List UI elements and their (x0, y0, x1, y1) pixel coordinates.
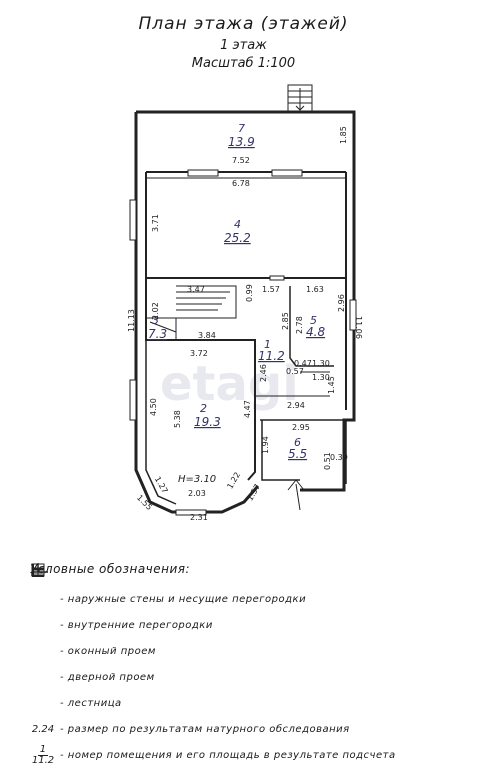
outer-walls (134, 110, 356, 514)
sample-area: 11.2 (31, 754, 55, 766)
plan-title: План этажа (этажей) (138, 14, 349, 34)
dimension-label: 1.45 (327, 376, 336, 394)
room-number: 7 (238, 122, 245, 135)
legend-item-dimension: 2.24 - размер по результатам натурного о… (30, 716, 480, 742)
ceiling-height: Н=3.10 (178, 474, 216, 485)
legend-text: - номер помещения и его площадь в резуль… (60, 749, 396, 761)
dimension-label: 2.31 (190, 513, 208, 522)
stairs-icon (30, 563, 56, 712)
room-number: 1 (264, 338, 271, 351)
dimension-labels: 1.85 7.52 6.78 3.71 11.13 11.06 3.47 0.9… (127, 126, 363, 522)
dimension-label: 1.85 (339, 126, 348, 144)
dimension-label: 1.55 (135, 493, 154, 512)
legend-item-inner-wall: - внутренние перегородки (30, 564, 480, 638)
legend-heading: Условные обозначения: (30, 562, 191, 576)
room-number: 4 (234, 218, 241, 231)
room-number-sample: 1 11.2 (30, 743, 56, 766)
inner-walls (145, 278, 347, 505)
door-icon (30, 563, 56, 686)
window-icon (30, 563, 56, 660)
dimension-label: 2.03 (188, 489, 206, 498)
dimension-label: 1.30 (312, 359, 330, 368)
dimension-label: 3.84 (198, 331, 216, 340)
legend-text: - оконный проем (60, 645, 156, 657)
dimension-label: 1.30 (312, 373, 330, 382)
dimension-label: 2.85 (281, 312, 290, 330)
dimension-label: 11.13 (127, 309, 136, 332)
windows (129, 169, 357, 516)
dimension-label: 1.27 (153, 475, 170, 495)
legend-item-door: - дверной проем (30, 563, 480, 690)
room-number: 6 (294, 436, 301, 449)
room-area: 4.8 (306, 325, 325, 339)
dimension-label: 3.72 (190, 349, 208, 358)
dimension-label: 1.94 (261, 436, 270, 454)
room-area: 5.5 (288, 447, 307, 461)
dimension-label: 6.78 (232, 179, 250, 188)
room-area: 25.2 (224, 231, 251, 245)
legend-text: - дверной проем (60, 671, 155, 683)
dimension-label: 0.39 (330, 453, 348, 462)
dimension-label: 1.63 (306, 285, 324, 294)
dimension-label: 1.57 (262, 285, 280, 294)
legend-item-outer-wall: - наружные стены и несущие перегородки (30, 564, 480, 612)
dimension-label: 5.38 (173, 410, 182, 428)
dimension-label: 0.57 (286, 367, 304, 376)
sample-number: 1 (37, 743, 49, 756)
legend-text: - размер по результатам натурного обслед… (60, 723, 350, 735)
dimension-label: 0.51 (323, 452, 332, 470)
dimension-label: 2.78 (295, 316, 304, 334)
floor-label: 1 этаж (220, 38, 267, 53)
watermark: etagi (160, 356, 299, 412)
dimension-label: 2.46 (259, 364, 268, 382)
dimension-label: 2.96 (337, 294, 346, 312)
legend-text: - лестница (60, 697, 122, 709)
room-number: 3 (152, 314, 159, 327)
dimension-label: 1.22 (225, 471, 242, 491)
legend-item-stairs: - лестница (30, 563, 480, 716)
dimension-label: 7.52 (232, 156, 250, 165)
dimension-label: 0.47 (294, 359, 312, 368)
dimension-label: 4.50 (149, 398, 158, 416)
dimension-label: 1.57 (245, 483, 262, 503)
dimension-label: 2.02 (151, 302, 160, 320)
scale-label: Масштаб 1:100 (191, 56, 296, 71)
dimension-label: 3.71 (151, 214, 160, 232)
dimension-label: 2.95 (292, 423, 310, 432)
room-number: 5 (310, 314, 317, 327)
room-number: 2 (200, 402, 207, 415)
legend-text: - внутренние перегородки (60, 619, 213, 631)
dimension-label: 3.47 (187, 285, 205, 294)
inner-wall-icon (30, 564, 56, 634)
dimension-label: 0.99 (245, 284, 254, 302)
legend-text: - наружные стены и несущие перегородки (60, 593, 307, 605)
outer-wall-icon (30, 564, 56, 608)
room-area: 7.3 (148, 327, 167, 341)
stairs (146, 84, 313, 511)
legend-item-window: - оконный проем (30, 563, 480, 664)
room-area: 11.2 (258, 349, 285, 363)
legend: Условные обозначения: - наружные стены и… (30, 562, 480, 768)
dimension-label: 11.06 (354, 316, 363, 339)
dimension-label: 4.47 (243, 400, 252, 418)
room-area: 19.3 (194, 415, 221, 429)
dimension-sample: 2.24 (31, 723, 55, 735)
dimension-label: 2.94 (287, 401, 305, 410)
floor-plan: etagi 7 (127, 84, 363, 522)
room-area: 13.9 (228, 135, 255, 149)
room-labels: 7 13.9 4 25.2 3 7.3 5 4.8 1 11.2 2 19.3 … (148, 122, 325, 485)
legend-item-room-number: 1 11.2 - номер помещения и его площадь в… (30, 742, 480, 768)
